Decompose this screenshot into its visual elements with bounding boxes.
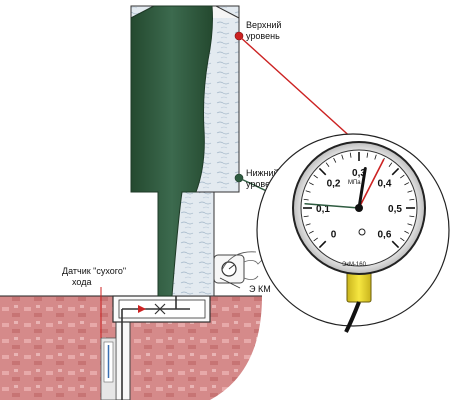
- gauge-scale-label: 0,2: [327, 179, 341, 190]
- dry-run-sensor-label-line1: Датчик "сухого": [62, 266, 126, 276]
- gauge-needles: [304, 159, 385, 210]
- ekm-label: Э КМ: [249, 284, 271, 294]
- gauge-scale-label: 0,1: [316, 204, 330, 215]
- valve-icon: [154, 303, 166, 315]
- gauge-minor-tick: [303, 198, 309, 201]
- gauge-minor-tick: [374, 154, 377, 160]
- dry-run-sensor-label-line2: хода: [72, 277, 91, 287]
- gauge-minor-tick: [366, 152, 369, 158]
- gauge-minor-tick: [400, 174, 405, 179]
- magnifier-connector: [221, 251, 257, 271]
- gauge-minor-tick: [409, 198, 415, 201]
- gauge-minor-tick: [305, 190, 311, 193]
- pipe-vault: [112, 281, 211, 400]
- gauge-major-tick: [391, 240, 400, 249]
- gauge-minor-tick: [333, 157, 337, 163]
- flow-arrow-icon: [138, 305, 146, 313]
- gauge-scale-label: 0,5: [388, 204, 402, 215]
- gauge-scale-label: 0,4: [378, 179, 392, 190]
- gauge-minor-tick: [303, 215, 309, 218]
- gauge-scale-label: 0: [331, 229, 337, 240]
- gauge-minor-tick: [313, 237, 318, 242]
- water-tower: [130, 5, 263, 297]
- gauge-minor-tick: [404, 182, 410, 186]
- gauge-minor-tick: [313, 174, 318, 179]
- gauge-minor-tick: [308, 182, 314, 186]
- gauge-major-tick: [318, 240, 327, 249]
- ekm-leader: [219, 277, 241, 289]
- gauge-minor-tick: [308, 230, 314, 234]
- gauge-major-tick: [391, 167, 400, 176]
- gauge-ticks: [303, 152, 415, 249]
- pump-icon: [213, 254, 263, 284]
- lower-level-label-line2: уровень: [246, 179, 280, 189]
- lower-level-label-line1: Нижний: [246, 168, 279, 178]
- gauge-major-tick: [318, 167, 327, 176]
- gauge-hub: [355, 204, 363, 212]
- gauge-scale-label: 0,6: [378, 229, 392, 240]
- gauge-model: ЭкМ-160: [342, 262, 367, 268]
- gauge-minor-tick: [305, 223, 311, 226]
- lower-setpoint-needle: [304, 202, 360, 209]
- adjust-screw-icon: [358, 228, 366, 236]
- pressure-gauge: 0 0,1 0,2 0,3 0,4 0,5 0,6 МПа ЭкМ-160: [292, 141, 426, 333]
- gauge-minor-tick: [400, 237, 405, 242]
- gauge-unit: МПа: [348, 180, 361, 186]
- upper-level-label-line2: уровень: [246, 31, 280, 41]
- gauge-scale-label: 0,3: [352, 168, 366, 179]
- gauge-minor-tick: [325, 162, 330, 167]
- upper-setpoint-needle: [358, 159, 385, 209]
- gauge-minor-tick: [388, 162, 393, 167]
- gauge-scale-labels: 0 0,1 0,2 0,3 0,4 0,5 0,6: [316, 168, 402, 240]
- gauge-minor-tick: [409, 215, 415, 218]
- gauge-minor-tick: [407, 223, 413, 226]
- gauge-minor-tick: [404, 230, 410, 234]
- gauge-minor-tick: [341, 154, 344, 160]
- gauge-minor-tick: [349, 152, 352, 158]
- gauge-minor-tick: [407, 190, 413, 193]
- upper-level-label-line1: Верхний: [246, 20, 281, 30]
- gauge-pointer: [357, 166, 367, 210]
- gauge-cable: [344, 301, 361, 333]
- borehole: [100, 311, 131, 400]
